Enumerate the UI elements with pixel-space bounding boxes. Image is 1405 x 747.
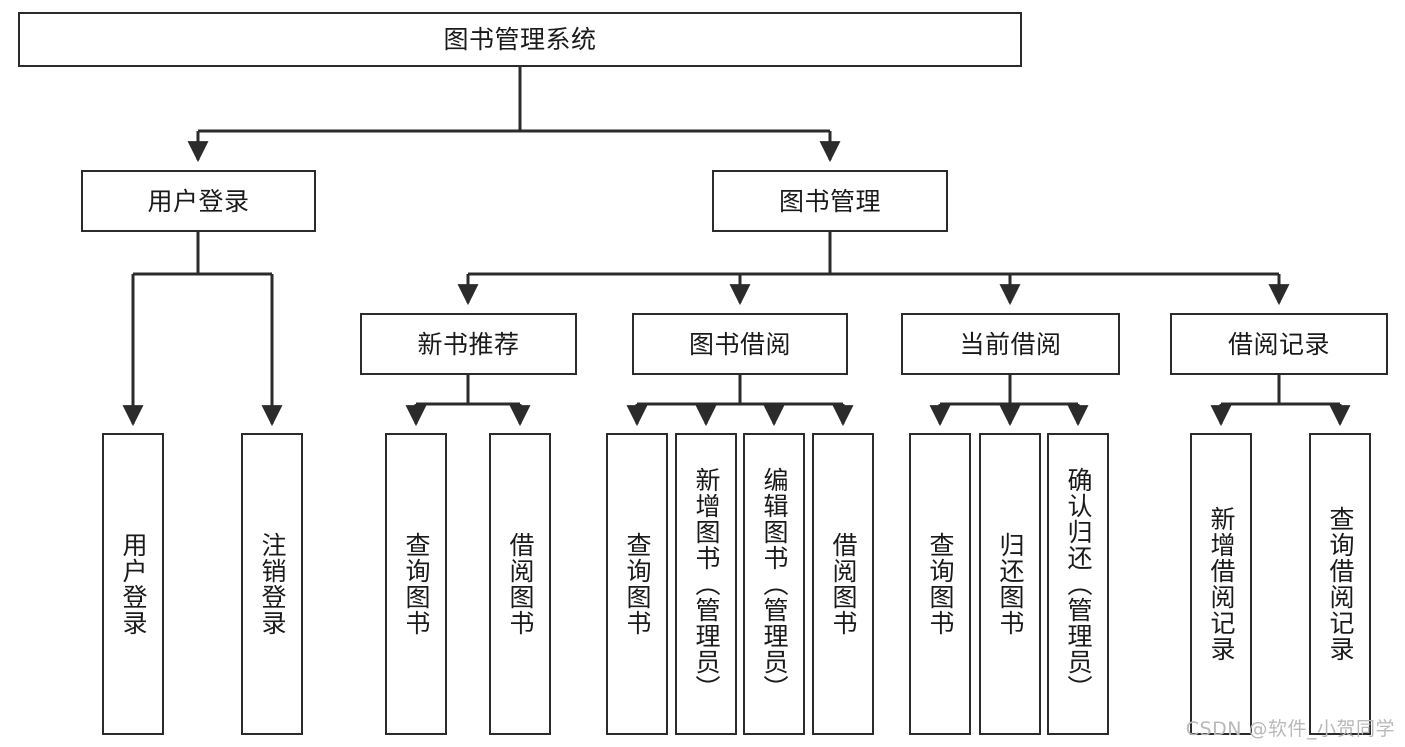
leaf-confirm-return-admin-label: 确认归还（管理员） [1064, 467, 1093, 701]
leaf-query-book-recommend-label: 查询图书 [402, 532, 431, 636]
leaf-borrow-book-label: 借阅图书 [829, 532, 858, 636]
leaf-user-login[interactable]: 用户登录 [102, 433, 164, 735]
leaf-query-book-borrow[interactable]: 查询图书 [606, 433, 668, 735]
leaf-logout-label: 注销登录 [258, 532, 287, 636]
node-book-management-label: 图书管理 [778, 186, 881, 216]
node-current-borrow-label: 当前借阅 [959, 329, 1062, 359]
node-current-borrow[interactable]: 当前借阅 [901, 313, 1120, 375]
leaf-return-book-label: 归还图书 [996, 532, 1025, 636]
node-book-borrow-label: 图书借阅 [688, 329, 791, 359]
leaf-query-borrow-record-label: 查询借阅记录 [1326, 506, 1355, 662]
node-user-login-label: 用户登录 [147, 186, 250, 216]
leaf-add-borrow-record[interactable]: 新增借阅记录 [1190, 433, 1252, 735]
leaf-borrow-book-recommend-label: 借阅图书 [506, 532, 535, 636]
node-new-book-recommend-label: 新书推荐 [417, 329, 520, 359]
leaf-confirm-return-admin[interactable]: 确认归还（管理员） [1047, 433, 1109, 735]
leaf-query-borrow-record[interactable]: 查询借阅记录 [1309, 433, 1371, 735]
node-root[interactable]: 图书管理系统 [18, 12, 1022, 67]
node-root-label: 图书管理系统 [443, 25, 597, 54]
node-borrow-record-label: 借阅记录 [1227, 329, 1330, 359]
node-book-borrow[interactable]: 图书借阅 [632, 313, 848, 375]
leaf-query-book-borrow-label: 查询图书 [623, 532, 652, 636]
watermark: CSDN @软件_小贺同学 [1185, 718, 1395, 740]
leaf-borrow-book[interactable]: 借阅图书 [812, 433, 874, 735]
leaf-borrow-book-recommend[interactable]: 借阅图书 [489, 433, 551, 735]
node-borrow-record[interactable]: 借阅记录 [1170, 313, 1388, 375]
node-user-login[interactable]: 用户登录 [81, 170, 316, 232]
leaf-query-book-recommend[interactable]: 查询图书 [385, 433, 447, 735]
leaf-query-book-current-label: 查询图书 [926, 532, 955, 636]
leaf-user-login-label: 用户登录 [119, 532, 148, 636]
leaf-edit-book-admin-label: 编辑图书（管理员） [760, 467, 789, 701]
leaf-add-borrow-record-label: 新增借阅记录 [1207, 506, 1236, 662]
leaf-query-book-current[interactable]: 查询图书 [909, 433, 971, 735]
leaf-add-book-admin-label: 新增图书（管理员） [692, 467, 721, 701]
node-new-book-recommend[interactable]: 新书推荐 [360, 313, 577, 375]
leaf-edit-book-admin[interactable]: 编辑图书（管理员） [743, 433, 805, 735]
leaf-logout[interactable]: 注销登录 [241, 433, 303, 735]
leaf-return-book[interactable]: 归还图书 [979, 433, 1041, 735]
node-book-management[interactable]: 图书管理 [712, 170, 948, 232]
leaf-add-book-admin[interactable]: 新增图书（管理员） [675, 433, 737, 735]
